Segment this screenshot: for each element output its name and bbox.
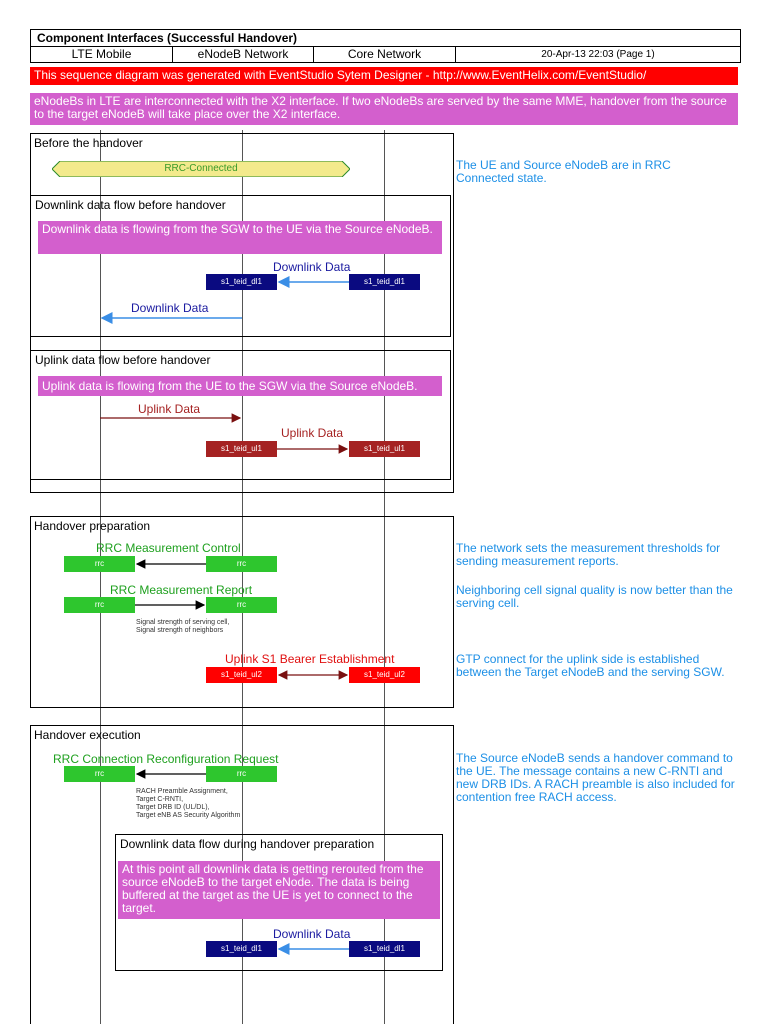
label-s1-teid-ul1-enb: s1_teid_ul1	[206, 441, 277, 457]
lifeline-core	[384, 130, 385, 1024]
section-before-title: Before the handover	[34, 136, 143, 150]
uplink-before-title: Uplink data flow before handover	[35, 353, 211, 367]
label-rrc-enb-3: rrc	[206, 766, 277, 782]
label-s1-teid-dl1-enb-2: s1_teid_dl1	[206, 941, 277, 957]
section-downlink-during-handover	[115, 834, 443, 971]
label-rrc-ue-3: rrc	[64, 766, 135, 782]
label-rrc-enb-2: rrc	[206, 597, 277, 613]
comment-reconfiguration: The Source eNodeB sends a handover comma…	[456, 751, 735, 804]
handover-preparation-title: Handover preparation	[34, 519, 151, 533]
label-s1-teid-dl1-core: s1_teid_dl1	[349, 274, 420, 290]
lifeline-lte-mobile	[100, 130, 101, 1024]
rrc-connected-label: RRC-Connected	[164, 163, 238, 174]
comment-measurement-report: Neighboring cell signal quality is now b…	[456, 583, 733, 610]
handover-execution-title: Handover execution	[34, 728, 141, 742]
rrc-connected-state: RRC-Connected	[52, 161, 350, 177]
comment-uplink-bearer: GTP connect for the uplink side is estab…	[456, 652, 725, 679]
label-rrc-enb-1: rrc	[206, 556, 277, 572]
label-s1-teid-dl1-core-2: s1_teid_dl1	[349, 941, 420, 957]
downlink-data-label-1: Downlink Data	[273, 260, 351, 274]
label-rrc-ue-1: rrc	[64, 556, 135, 572]
downlink-during-note: At this point all downlink data is getti…	[118, 861, 440, 919]
uplink-s1-bearer-label: Uplink S1 Bearer Establishment	[225, 652, 395, 666]
rrc-measurement-report-label: RRC Measurement Report	[110, 583, 253, 597]
label-s1-teid-ul1-core: s1_teid_ul1	[349, 441, 420, 457]
measurement-report-params: Signal strength of serving cell, Signal …	[136, 619, 230, 634]
section-downlink-before	[30, 195, 451, 337]
downlink-before-title: Downlink data flow before handover	[35, 198, 226, 212]
uplink-data-label-2: Uplink Data	[281, 426, 344, 440]
comment-measurement-control: The network sets the measurement thresho…	[456, 541, 721, 568]
section-uplink-before	[30, 350, 451, 480]
downlink-before-note: Downlink data is flowing from the SGW to…	[38, 221, 442, 254]
uplink-data-label-1: Uplink Data	[138, 402, 201, 416]
section-handover-execution	[30, 725, 454, 1024]
lifeline-enodeb	[242, 130, 243, 1024]
diagram-date: 20-Apr-13 22:03 (Page 1)	[455, 46, 741, 63]
intro-note: eNodeBs in LTE are interconnected with t…	[30, 93, 738, 125]
reconfiguration-params: RACH Preamble Assignment, Target C-RNTI,…	[136, 788, 241, 819]
generated-banner: This sequence diagram was generated with…	[30, 67, 738, 85]
rrc-reconfiguration-label: RRC Connection Reconfiguration Request	[53, 752, 279, 766]
section-handover-preparation	[30, 516, 454, 708]
label-s1-teid-ul2-core: s1_teid_ul2	[349, 667, 420, 683]
label-s1-teid-dl1-enb: s1_teid_dl1	[206, 274, 277, 290]
downlink-data-label-2: Downlink Data	[131, 301, 209, 315]
comment-rrc-connected: The UE and Source eNodeB are in RRC Conn…	[456, 158, 671, 185]
downlink-during-title: Downlink data flow during handover prepa…	[120, 837, 375, 851]
label-rrc-ue-2: rrc	[64, 597, 135, 613]
rrc-measurement-control-label: RRC Measurement Control	[96, 541, 241, 555]
uplink-before-note: Uplink data is flowing from the UE to th…	[38, 376, 442, 396]
downlink-data-label-3: Downlink Data	[273, 927, 351, 941]
label-s1-teid-ul2-enb: s1_teid_ul2	[206, 667, 277, 683]
